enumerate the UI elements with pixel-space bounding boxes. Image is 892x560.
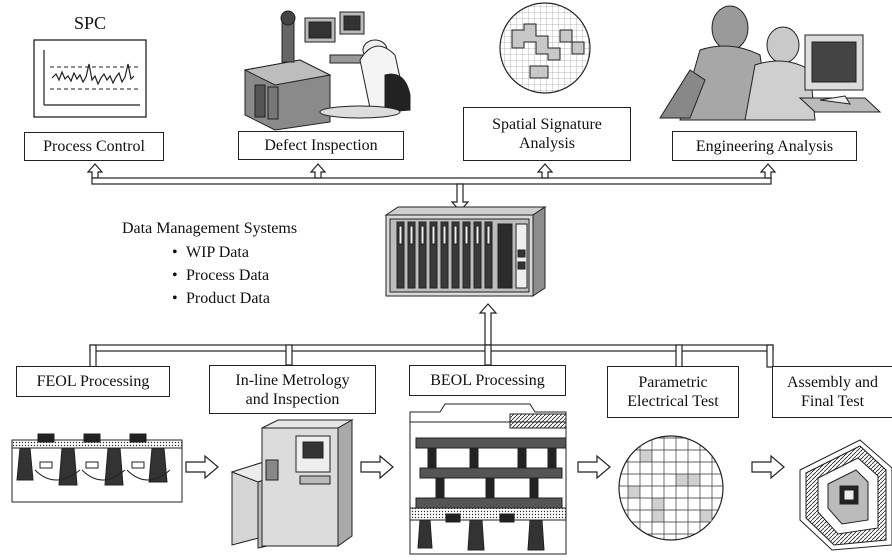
- packaged-chip-icon: [799, 439, 892, 551]
- server-rack-icon: [384, 206, 547, 297]
- engineers-computer-icon: [659, 5, 882, 121]
- flow-arrow-icon: [577, 454, 611, 480]
- bottom-bus: [89, 303, 774, 368]
- data-management-item: Process Data: [172, 264, 270, 287]
- assembly-final-test-line2: Final Test: [800, 393, 865, 410]
- process-control-box: Process Control: [24, 132, 164, 161]
- inline-metrology-box: In-line Metrology and Inspection: [209, 365, 376, 414]
- parametric-test-box: Parametric Electrical Test: [607, 366, 739, 418]
- metrology-tool-icon: [230, 419, 354, 549]
- top-bus: [86, 163, 777, 212]
- inline-metrology-line1: In-line Metrology: [235, 371, 350, 389]
- flow-arrow-icon: [185, 454, 219, 480]
- parametric-test-line1: Parametric: [638, 374, 708, 391]
- data-management-item: WIP Data: [172, 241, 270, 264]
- data-management-item: Product Data: [172, 287, 270, 310]
- feol-cross-section-icon: [11, 433, 183, 503]
- process-control-label: Process Control: [43, 138, 145, 155]
- spatial-signature-box: Spatial Signature Analysis: [463, 107, 631, 161]
- spc-label: SPC: [74, 13, 107, 33]
- flow-arrow-icon: [751, 454, 785, 480]
- assembly-final-test-box: Assembly and Final Test: [772, 366, 892, 418]
- data-management-title: Data Management Systems: [122, 220, 298, 237]
- beol-processing-label: BEOL Processing: [430, 372, 545, 389]
- inline-metrology-line2: and Inspection: [245, 390, 340, 408]
- defect-inspection-label: Defect Inspection: [264, 137, 378, 154]
- inspection-workstation-icon: [243, 10, 411, 131]
- flow-arrows: [185, 454, 785, 480]
- assembly-final-test-line1: Assembly and: [786, 374, 879, 391]
- wafer-test-map-icon: [618, 435, 724, 541]
- beol-cross-section-icon: [409, 403, 567, 555]
- flow-arrow-icon: [360, 454, 394, 480]
- spatial-signature-line1: Spatial Signature: [492, 116, 602, 133]
- data-management-list: WIP Data Process Data Product Data: [172, 241, 270, 310]
- spatial-signature-line2: Analysis: [519, 135, 575, 152]
- parametric-test-line2: Electrical Test: [627, 393, 719, 410]
- spc-chart-icon: [33, 39, 147, 118]
- engineering-analysis-box: Engineering Analysis: [672, 131, 857, 161]
- beol-processing-box: BEOL Processing: [409, 365, 566, 396]
- feol-processing-box: FEOL Processing: [16, 366, 170, 397]
- feol-processing-label: FEOL Processing: [36, 373, 150, 390]
- defect-inspection-box: Defect Inspection: [238, 131, 404, 160]
- engineering-analysis-label: Engineering Analysis: [695, 137, 834, 155]
- wafer-map-icon: [499, 2, 591, 94]
